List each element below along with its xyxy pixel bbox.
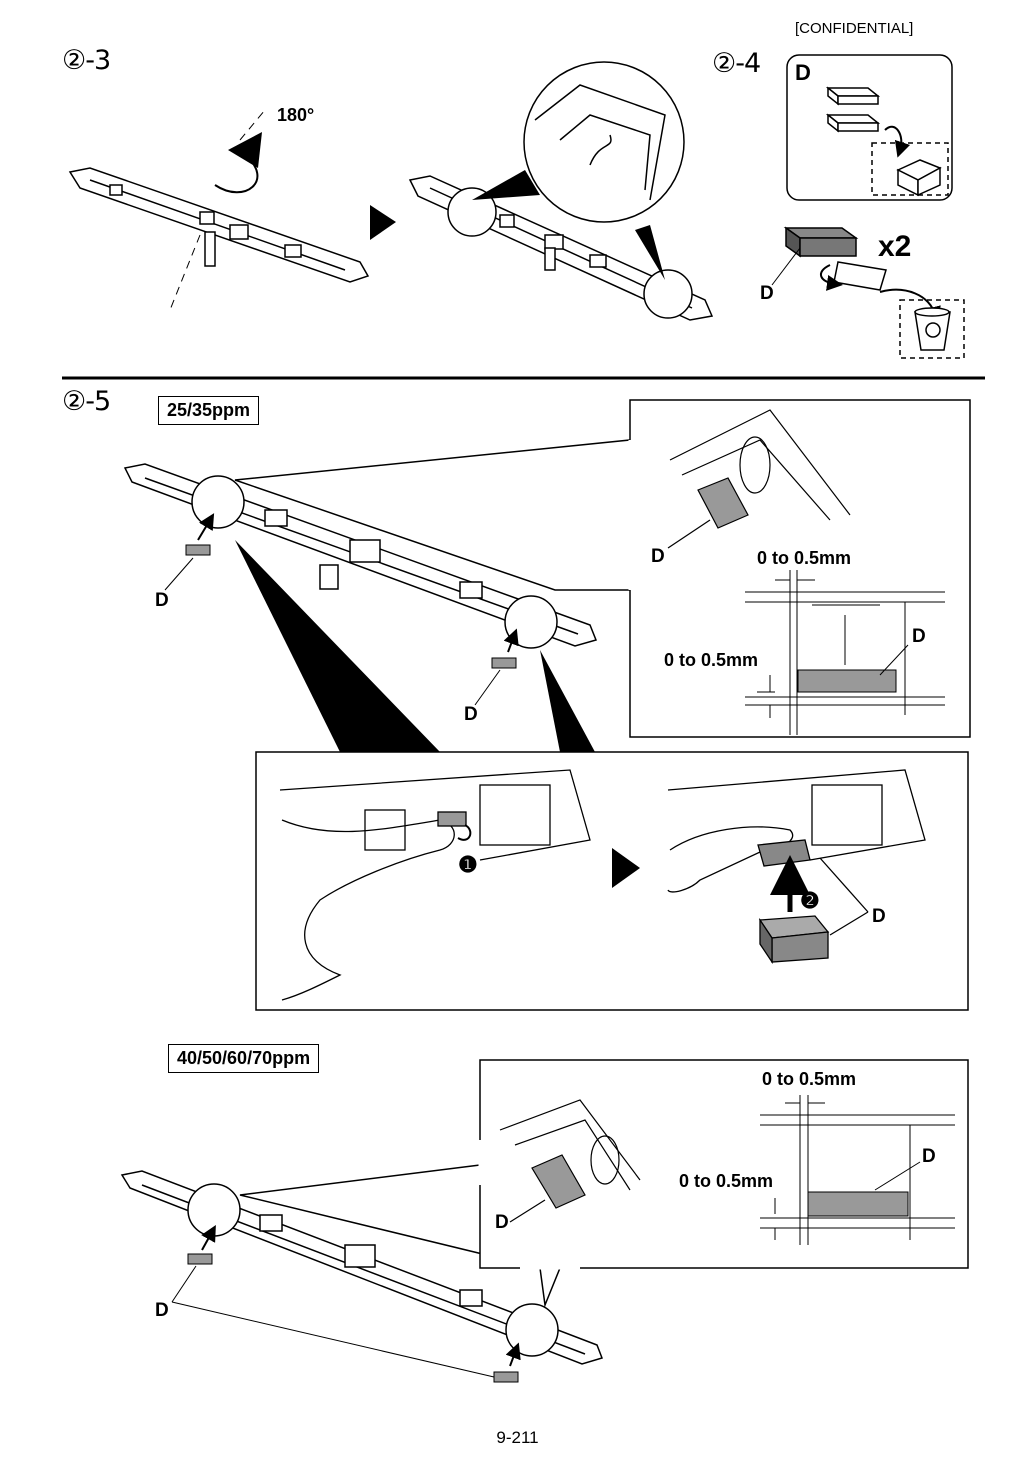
part-d-blocks <box>825 86 881 133</box>
part-callout-dim-40-70: D <box>922 1146 936 1167</box>
cardboard-box <box>871 125 949 197</box>
rotation-label: 180° <box>277 105 315 125</box>
hand-insert-left <box>279 769 591 1001</box>
part-callout-step24: D <box>760 283 774 304</box>
part-callout-40-70: D <box>155 1300 169 1321</box>
next-arrow-1 <box>370 205 396 240</box>
dimension-diagram-40-70 <box>760 1095 955 1245</box>
tolerance-horizontal-40-70: 0 to 0.5mm <box>762 1069 857 1089</box>
next-arrow-2 <box>612 848 640 888</box>
part-callout-hand: D <box>872 906 886 927</box>
zoom-wedge-right <box>635 225 665 280</box>
rail-illustration-step23 <box>68 167 370 283</box>
part-callout-25-35-left: D <box>155 590 169 611</box>
step-marker-1: ❶ <box>458 852 478 877</box>
zoom-wedge-lower-right <box>540 650 595 752</box>
part-d-small-40-70 <box>171 1225 521 1383</box>
rail-illustration-25-35 <box>123 463 598 649</box>
quantity-label: x2 <box>878 230 912 263</box>
step-marker-2: ❷ <box>800 888 820 913</box>
part-d-small-25-35 <box>164 513 519 706</box>
zoom-wedge-lower-left <box>235 540 440 752</box>
rotate-arrowhead <box>228 132 262 168</box>
zoom-circle-detail <box>523 61 685 223</box>
part-callout-25-35-right: D <box>464 704 478 725</box>
part-d-large <box>771 226 941 323</box>
tolerance-horizontal-25-35: 0 to 0.5mm <box>757 548 852 568</box>
step-number-2-5: ②-5 <box>62 386 111 417</box>
confidential-header: [CONFIDENTIAL] <box>795 20 914 37</box>
part-callout-detail-40-70: D <box>495 1212 509 1233</box>
hand-insert-right <box>667 769 926 965</box>
part-callout-dim-25-35: D <box>912 626 926 647</box>
zoom-wedge-left <box>472 170 540 200</box>
step-number-2-4: ②-4 <box>712 48 761 79</box>
tolerance-vertical-40-70: 0 to 0.5mm <box>679 1171 774 1191</box>
detail-closeup-25-35 <box>667 409 851 549</box>
recycle-bin <box>899 299 965 359</box>
step-number-2-3: ②-3 <box>62 45 111 76</box>
part-label-box: D <box>795 60 811 85</box>
rail-illustration-40-70 <box>120 1170 603 1365</box>
page-number: 9-211 <box>496 1428 539 1447</box>
model-label-40-70: 40/50/60/70ppm <box>168 1044 320 1073</box>
dimension-diagram-25-35 <box>745 570 945 735</box>
tolerance-vertical-25-35: 0 to 0.5mm <box>664 650 759 670</box>
detail-closeup-40-70 <box>499 1099 641 1223</box>
rail-illustration-step23-b <box>408 175 714 321</box>
model-label-25-35: 25/35ppm <box>158 396 260 425</box>
part-callout-detail-25-35: D <box>651 546 665 567</box>
